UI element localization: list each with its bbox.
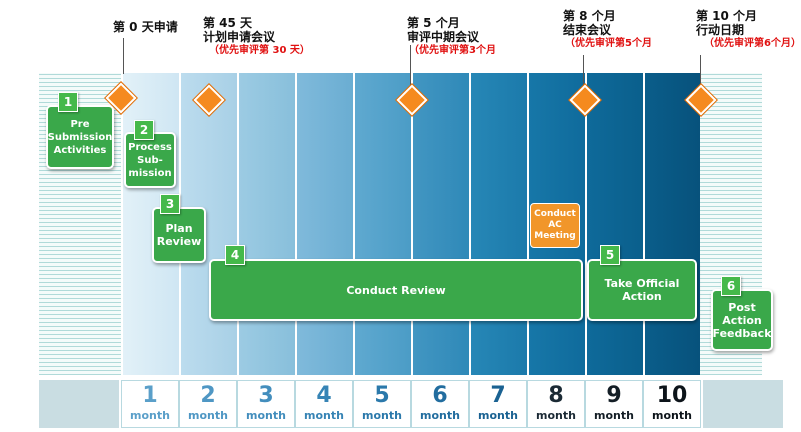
month-column-5 <box>353 73 411 375</box>
milestone-note: （优先审评第5个月 <box>565 38 652 49</box>
milestone-month5-label: 第 5 个月 审评中期会议 （优先审评第3个月 <box>407 16 496 58</box>
step-pre-submission-box: Pre Submission Activities <box>46 105 114 169</box>
step-post-action-feedback-box: Post Action Feedback <box>711 289 773 351</box>
milestone-connector <box>410 45 411 85</box>
meeting-label: Conduct AC Meeting <box>534 209 576 241</box>
step-label: Conduct Review <box>346 283 446 297</box>
month-unit: month <box>536 409 576 422</box>
month-number: 5 <box>374 383 390 408</box>
month-number: 9 <box>606 383 622 408</box>
month-unit: month <box>246 409 286 422</box>
milestone-connector <box>700 55 701 85</box>
month-column-10 <box>643 73 700 375</box>
month-column-3 <box>237 73 295 375</box>
month-number: 1 <box>142 383 158 408</box>
milestone-day0-label: 第 0 天申请 <box>113 20 178 34</box>
step-number-badge: 6 <box>721 276 741 296</box>
month-cell-10: 10 month <box>643 380 701 428</box>
milestone-connector <box>123 38 124 74</box>
month-column-7 <box>469 73 527 375</box>
step-number-badge: 4 <box>225 245 245 265</box>
step-plan-review-box: Plan Review <box>152 207 206 263</box>
milestone-note: （优先审评第 30 天） <box>209 45 310 56</box>
step-label: Take Official Action <box>604 277 680 303</box>
step-conduct-review-box: Conduct Review <box>209 259 583 321</box>
month-unit: month <box>594 409 634 422</box>
milestone-day45-label: 第 45 天 计划申请会议 （优先审评第 30 天） <box>203 16 310 58</box>
month-unit: month <box>652 409 692 422</box>
month-number: 2 <box>200 383 216 408</box>
month-cell-8: 8 month <box>527 380 585 428</box>
step-number-badge: 3 <box>160 194 180 214</box>
milestone-connector <box>583 55 584 85</box>
step-number: 3 <box>165 197 175 211</box>
step-label: Post Action Feedback <box>712 300 772 340</box>
step-number-badge: 5 <box>600 245 620 265</box>
step-number: 1 <box>63 95 73 109</box>
month-cell-1: 1 month <box>121 380 179 428</box>
month-cell-6: 6 month <box>411 380 469 428</box>
conduct-ac-meeting-box: Conduct AC Meeting <box>530 203 580 248</box>
month-strip-right-pad <box>703 380 783 428</box>
step-number: 6 <box>726 279 736 293</box>
step-number: 5 <box>605 248 615 262</box>
month-column-4 <box>295 73 353 375</box>
step-label: Pre Submission Activities <box>47 118 113 156</box>
month-cell-5: 5 month <box>353 380 411 428</box>
month-unit: month <box>362 409 402 422</box>
month-number: 7 <box>490 383 506 408</box>
milestone-title: 第 8 个月 结束会议 <box>563 9 616 37</box>
month-strip-left-pad <box>39 380 119 428</box>
month-number: 8 <box>548 383 564 408</box>
milestone-month10-label: 第 10 个月 行动日期 （优先审评第6个月） <box>696 9 801 51</box>
month-number: 10 <box>656 383 688 408</box>
milestone-month8-label: 第 8 个月 结束会议 （优先审评第5个月 <box>563 9 652 51</box>
month-column-9 <box>585 73 643 375</box>
month-cell-3: 3 month <box>237 380 295 428</box>
month-unit: month <box>478 409 518 422</box>
month-unit: month <box>304 409 344 422</box>
month-unit: month <box>130 409 170 422</box>
milestone-title: 第 0 天申请 <box>113 20 178 34</box>
milestone-note: （优先审评第3个月 <box>409 45 496 56</box>
milestone-title: 第 5 个月 审评中期会议 <box>407 16 480 44</box>
month-unit: month <box>420 409 460 422</box>
step-number: 4 <box>230 248 240 262</box>
milestone-title: 第 45 天 计划申请会议 <box>203 16 276 44</box>
step-number-badge: 1 <box>58 92 78 112</box>
step-number-badge: 2 <box>134 120 154 140</box>
month-cell-4: 4 month <box>295 380 353 428</box>
step-label: Plan Review <box>156 222 202 248</box>
month-unit: month <box>188 409 228 422</box>
step-take-official-action-box: Take Official Action <box>587 259 697 321</box>
month-cell-9: 9 month <box>585 380 643 428</box>
milestone-title: 第 10 个月 行动日期 <box>696 9 758 37</box>
step-label: Process Sub-mission <box>128 141 172 179</box>
milestone-note: （优先审评第6个月） <box>704 38 801 49</box>
month-number: 6 <box>432 383 448 408</box>
month-number: 3 <box>258 383 274 408</box>
month-cell-7: 7 month <box>469 380 527 428</box>
step-process-submission-box: Process Sub-mission <box>124 132 176 188</box>
step-number: 2 <box>139 123 149 137</box>
month-cell-2: 2 month <box>179 380 237 428</box>
month-column-6 <box>411 73 469 375</box>
month-number: 4 <box>316 383 332 408</box>
